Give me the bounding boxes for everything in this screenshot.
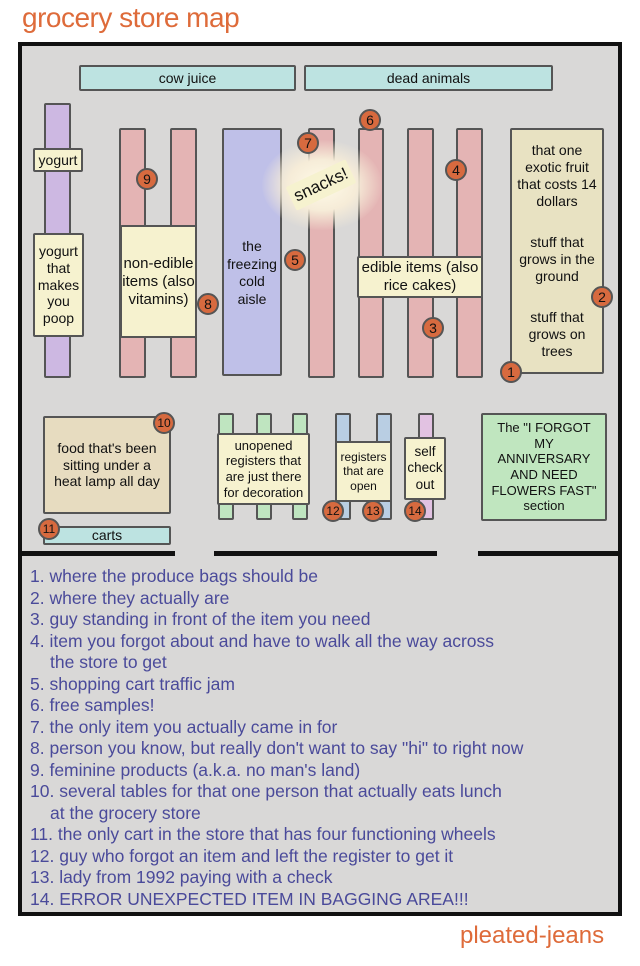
badge-2: 2 (591, 286, 613, 308)
page-title: grocery store map (22, 2, 240, 33)
legend-item: 4. item you forgot about and have to wal… (30, 630, 495, 651)
legend-item: 1. where the produce bags should be (30, 566, 318, 586)
freezer-aisle (222, 128, 282, 376)
produce-trees: stuff that grows on trees (528, 309, 586, 359)
legend-item: 2. where they actually are (30, 587, 230, 608)
heat-lamp-section: food that's been sitting under a heat la… (43, 416, 171, 514)
legend-item: 3. guy standing in front of the item you… (30, 609, 371, 629)
legend-item: 5. shopping cart traffic jam (30, 673, 235, 694)
badge-10: 10 (153, 412, 175, 434)
map-layer: cow juice dead animals yogurt yogurt tha… (18, 42, 622, 916)
legend-item: 11. the only cart in the store that has … (30, 824, 496, 844)
legend-item: 13. lady from 1992 paying with a check (30, 867, 333, 887)
badge-11: 11 (38, 518, 60, 540)
badge-8: 8 (197, 293, 219, 315)
badge-14: 14 (404, 500, 426, 522)
flowers-section: The "I FORGOT MY ANNIVERSARY AND NEED FL… (481, 413, 607, 521)
badge-13: 13 (362, 500, 384, 522)
produce-section: that one exotic fruit that costs 14 doll… (510, 128, 604, 374)
freezing-label: the freezing cold aisle (227, 238, 277, 307)
legend-item: 12. guy who forgot an item and left the … (30, 845, 454, 866)
badge-7: 7 (297, 132, 319, 154)
legend-item: 8. person you know, but really don't wan… (30, 738, 524, 758)
badge-5: 5 (284, 249, 306, 271)
store-wall (478, 551, 622, 556)
legend-item: 9. feminine products (a.k.a. no man's la… (30, 759, 361, 780)
badge-1: 1 (500, 361, 522, 383)
store-wall (18, 551, 175, 556)
badge-9: 9 (136, 168, 158, 190)
self-checkout-label: self check out (404, 437, 446, 500)
edible-label: edible items (also rice cakes) (357, 256, 483, 298)
legend-item: 7. the only item you actually came in fo… (30, 716, 338, 737)
unopened-registers-label: unopened registers that are just there f… (217, 433, 310, 505)
open-registers-label: registers that are open (335, 441, 392, 502)
badge-3: 3 (422, 317, 444, 339)
yogurt-label: yogurt (33, 148, 83, 172)
badge-4: 4 (445, 159, 467, 181)
author-credit: pleated-jeans (460, 922, 605, 949)
yogurt-poop-label: yogurt that makes you poop (33, 233, 84, 337)
dead-animals-shelf: dead animals (304, 65, 553, 91)
legend: 1. where the produce bags should be 2. w… (30, 566, 620, 910)
cow-juice-shelf: cow juice (79, 65, 296, 91)
carts-label: carts (43, 526, 171, 545)
legend-item: 14. ERROR UNEXPECTED ITEM IN BAGGING ARE… (30, 888, 469, 909)
badge-12: 12 (322, 500, 344, 522)
legend-item-continued: at the grocery store (50, 802, 201, 823)
legend-item-continued: the store to get (50, 652, 167, 672)
legend-item: 10. several tables for that one person t… (30, 781, 502, 801)
store-wall (214, 551, 437, 556)
non-edible-label: non-edible items (also vitamins) (120, 225, 197, 338)
produce-exotic-fruit: that one exotic fruit that costs 14 doll… (517, 142, 597, 209)
produce-ground: stuff that grows in the ground (519, 234, 595, 284)
legend-item: 6. free samples! (30, 695, 155, 715)
aisle-shelf (407, 128, 434, 378)
badge-6: 6 (359, 109, 381, 131)
